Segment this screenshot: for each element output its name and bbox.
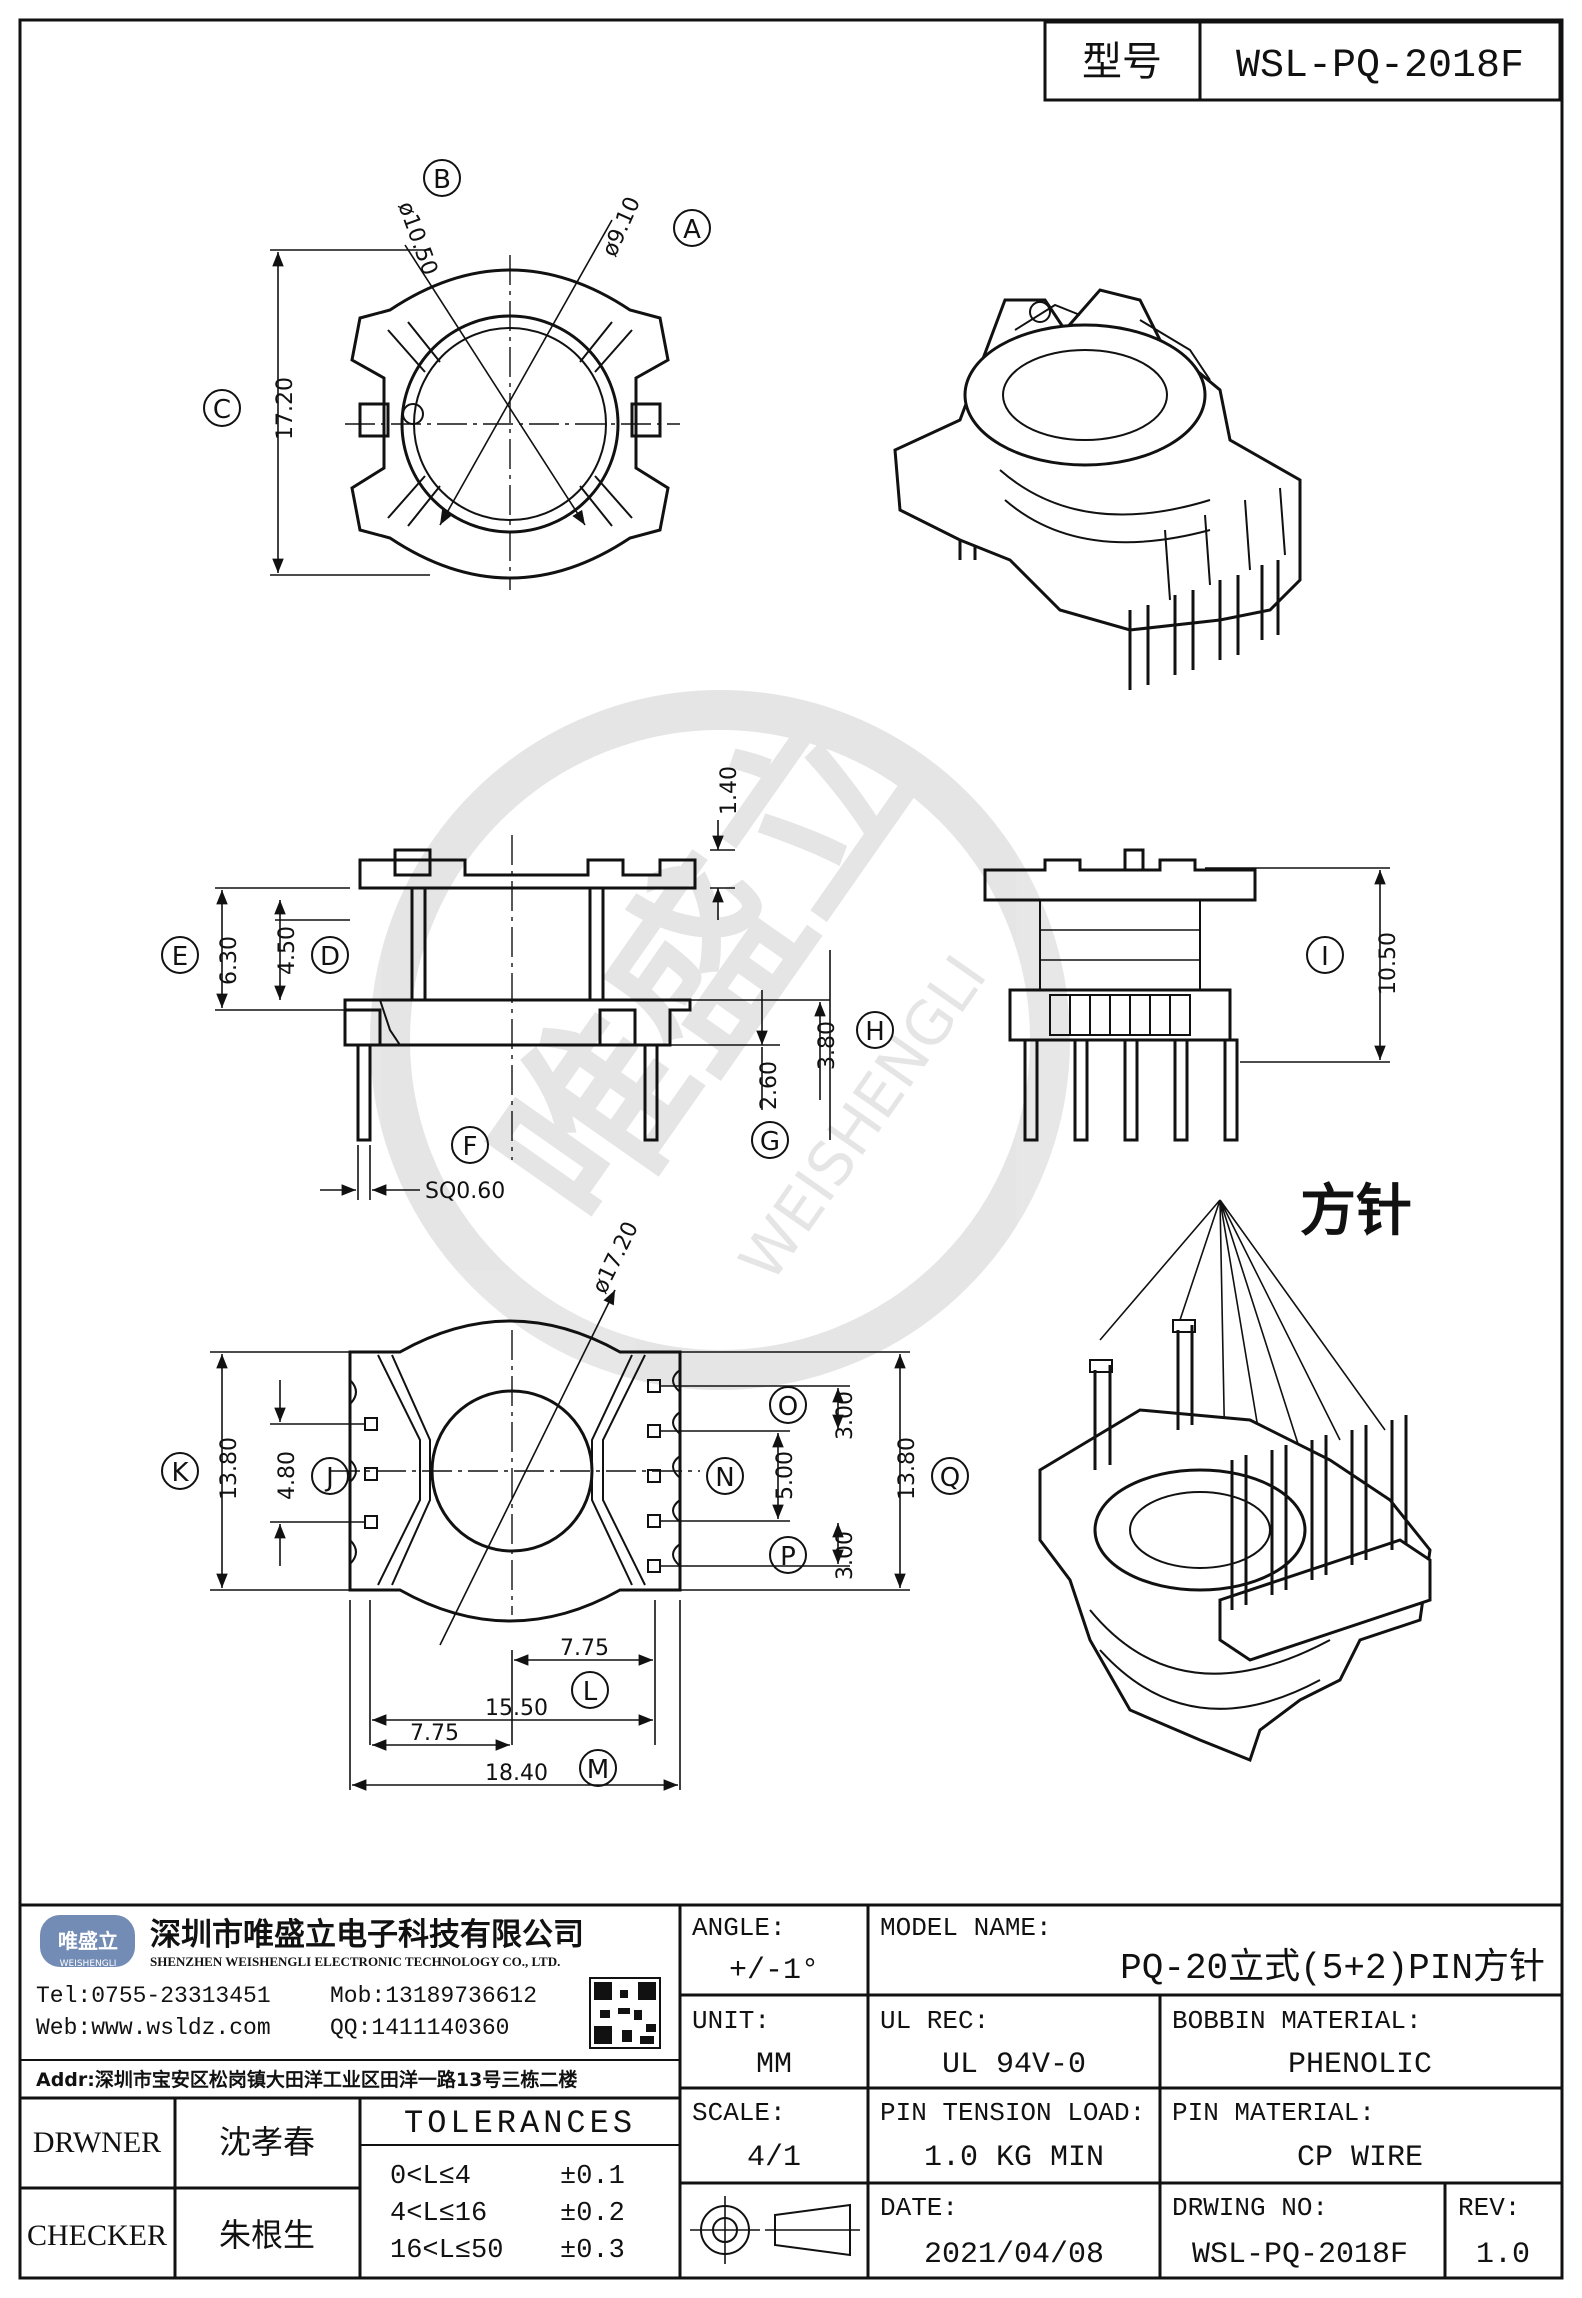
dim-top-height: 17.20 bbox=[273, 377, 298, 440]
dim-bottom-j: 4.80 bbox=[275, 1451, 300, 1500]
dim-front-height: 10.50 bbox=[1376, 932, 1401, 995]
side-view: 1.40 6.30 4.50 3.80 2.60 SQ0.60 E D F G bbox=[161, 766, 894, 1204]
model-name-value: PQ-20立式(5+2)PIN方针 bbox=[1120, 1946, 1545, 1989]
iso-view-bottom: 方针 bbox=[1038, 1179, 1432, 1762]
bubble-n: N bbox=[715, 1463, 734, 1493]
model-label: 型号 bbox=[1082, 39, 1162, 85]
unit-label: UNIT: bbox=[692, 2006, 770, 2036]
bubble-j: J bbox=[324, 1463, 334, 1493]
tol-value-1: ±0.2 bbox=[560, 2199, 625, 2229]
dim-side-g: 2.60 bbox=[757, 1061, 782, 1110]
company-name-cn: 深圳市唯盛立电子科技有限公司 bbox=[150, 1917, 584, 1953]
scale-value: 4/1 bbox=[747, 2141, 801, 2175]
dim-bottom-w2: 7.75 bbox=[410, 1721, 459, 1746]
bubble-o: O bbox=[778, 1392, 798, 1422]
bubble-d: D bbox=[320, 942, 340, 972]
bubble-g: G bbox=[760, 1127, 780, 1157]
checker-name: 朱根生 bbox=[219, 2216, 315, 2254]
dim-dia-a: ø9.10 bbox=[598, 193, 646, 260]
projection-symbol-icon bbox=[690, 2196, 860, 2264]
dim-bottom-q: 13.80 bbox=[895, 1437, 920, 1500]
tolerances-label: TOLERANCES bbox=[404, 2105, 636, 2142]
company-logo bbox=[40, 1915, 135, 1967]
angle-label: ANGLE: bbox=[692, 1913, 786, 1943]
bubble-e: E bbox=[172, 942, 188, 972]
date-value: 2021/04/08 bbox=[924, 2238, 1104, 2272]
company-web: Web:www.wsldz.com bbox=[36, 2015, 271, 2041]
pin-tension-value: 1.0 KG MIN bbox=[924, 2141, 1104, 2175]
company-addr: Addr:深圳市宝安区松岗镇大田洋工业区田洋一路13号三栋二楼 bbox=[36, 2068, 577, 2091]
tol-range-0: 0<L≤4 bbox=[390, 2162, 471, 2192]
pin-material-label: PIN MATERIAL: bbox=[1172, 2098, 1375, 2128]
bubble-q: Q bbox=[940, 1463, 960, 1493]
tol-value-2: ±0.3 bbox=[560, 2236, 625, 2266]
company-name-en: SHENZHEN WEISHENGLI ELECTRONIC TECHNOLOG… bbox=[150, 1954, 560, 1969]
sheet-border bbox=[18, 18, 1564, 2280]
bubble-b: B bbox=[433, 165, 451, 195]
date-label: DATE: bbox=[880, 2193, 958, 2223]
iso-top-pins bbox=[958, 540, 1280, 690]
pin-material-value: CP WIRE bbox=[1297, 2141, 1423, 2175]
drawner-label: DRWNER bbox=[33, 2126, 161, 2159]
pin-tension-label: PIN TENSION LOAD: bbox=[880, 2098, 1145, 2128]
drawing-no-label: DRWING NO: bbox=[1172, 2193, 1328, 2223]
bubble-f: F bbox=[463, 1132, 478, 1162]
dim-bottom-p: 3.00 bbox=[833, 1531, 858, 1580]
company-qq: QQ:1411140360 bbox=[330, 2015, 509, 2041]
tol-range-1: 4<L≤16 bbox=[390, 2199, 487, 2229]
angle-value: +/-1° bbox=[729, 1954, 819, 1988]
bubble-h: H bbox=[865, 1017, 885, 1047]
model-value: WSL-PQ-2018F bbox=[1236, 44, 1524, 89]
bubble-p: P bbox=[780, 1542, 796, 1572]
unit-value: MM bbox=[756, 2048, 792, 2082]
top-view: ø10.50 ø9.10 17.20 B A C bbox=[203, 159, 711, 590]
dim-dia-b: ø10.50 bbox=[392, 199, 442, 279]
company-logo-text: 唯盛立 bbox=[58, 1929, 118, 1953]
ul-value: UL 94V-0 bbox=[942, 2048, 1086, 2082]
model-name-label: MODEL NAME: bbox=[880, 1913, 1052, 1943]
dim-bottom-l: 7.75 bbox=[560, 1636, 609, 1661]
front-view: 10.50 I bbox=[983, 848, 1401, 1142]
dim-side-pin-sq: SQ0.60 bbox=[425, 1179, 505, 1204]
dim-bottom-w1: 15.50 bbox=[485, 1696, 548, 1721]
ul-label: UL REC: bbox=[880, 2006, 989, 2036]
scale-label: SCALE: bbox=[692, 2098, 786, 2128]
bubble-i: I bbox=[1321, 942, 1329, 972]
bottom-view: ø17.20 13.80 4.80 3.00 5.00 3.00 13.80 bbox=[161, 1218, 969, 1791]
dim-bottom-k: 13.80 bbox=[217, 1437, 242, 1500]
company-block: 唯盛立 WEISHENGLI 深圳市唯盛立电子科技有限公司 SHENZHEN W… bbox=[20, 1905, 682, 2278]
iso-view-top bbox=[893, 288, 1302, 690]
dim-bottom-n: 5.00 bbox=[773, 1451, 798, 1500]
dim-side-d: 4.50 bbox=[275, 926, 300, 975]
dim-side-e: 6.30 bbox=[217, 936, 242, 985]
company-mob: Mob:13189736612 bbox=[330, 1983, 537, 2009]
company-tel: Tel:0755-23313451 bbox=[36, 1983, 271, 2009]
tol-value-0: ±0.1 bbox=[560, 2162, 625, 2192]
title-block: 唯盛立 WEISHENGLI 深圳市唯盛立电子科技有限公司 SHENZHEN W… bbox=[20, 1903, 1562, 2278]
drawner-name: 沈孝春 bbox=[219, 2123, 315, 2161]
rev-label: REV: bbox=[1458, 2193, 1520, 2223]
bobbin-label: BOBBIN MATERIAL: bbox=[1172, 2006, 1422, 2036]
checker-label: CHECKER bbox=[27, 2219, 167, 2252]
bubble-l: L bbox=[583, 1677, 598, 1707]
model-header: 型号 WSL-PQ-2018F bbox=[1043, 20, 1562, 102]
dim-side-top: 1.40 bbox=[717, 766, 742, 815]
company-logo-sub: WEISHENGLI bbox=[60, 1959, 117, 1969]
qr-code bbox=[589, 1977, 661, 2049]
bubble-k: K bbox=[171, 1458, 189, 1488]
bobbin-value: PHENOLIC bbox=[1288, 2048, 1432, 2082]
dim-bottom-m: 18.40 bbox=[485, 1761, 548, 1786]
rev-value: 1.0 bbox=[1476, 2238, 1530, 2272]
dim-side-h: 3.80 bbox=[815, 1021, 840, 1070]
drawing-no-value: WSL-PQ-2018F bbox=[1192, 2238, 1408, 2272]
dim-bottom-o: 3.00 bbox=[833, 1391, 858, 1440]
bubble-a: A bbox=[683, 215, 701, 245]
tol-range-2: 16<L≤50 bbox=[390, 2236, 503, 2266]
bubble-m: M bbox=[587, 1755, 609, 1785]
bubble-c: C bbox=[213, 395, 231, 425]
iso-pin-callout: 方针 bbox=[1300, 1179, 1412, 1244]
